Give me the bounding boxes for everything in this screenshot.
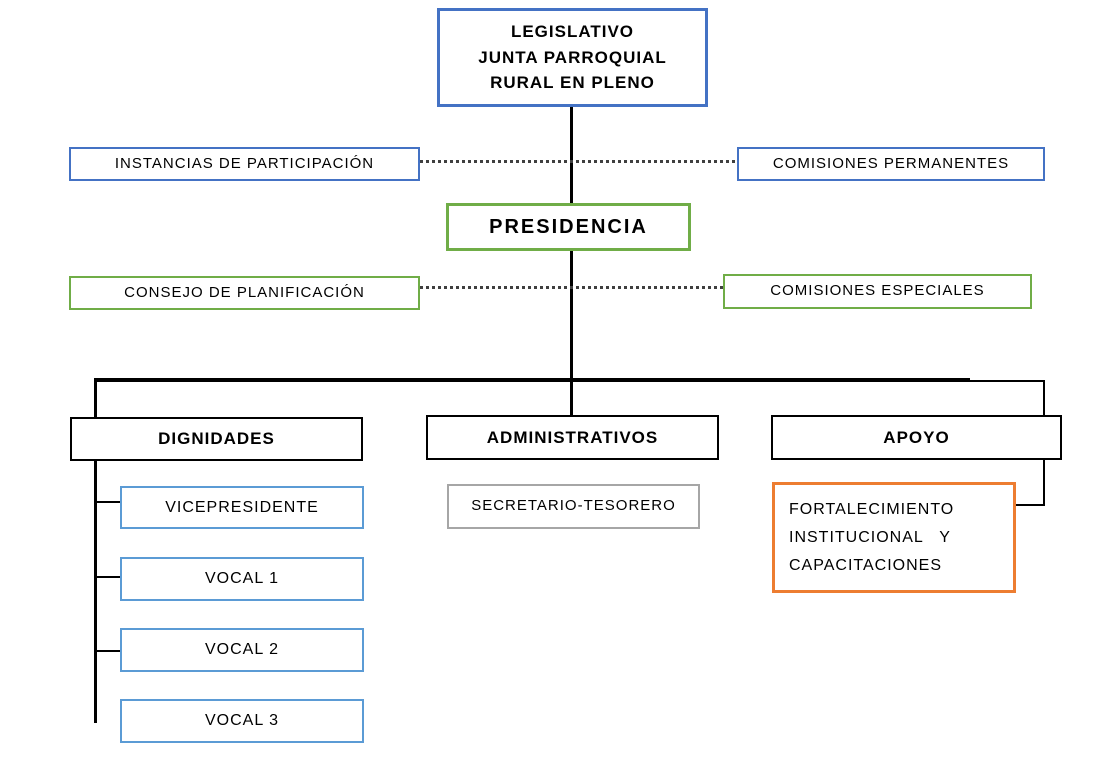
- node-dignidades: DIGNIDADES: [70, 417, 363, 461]
- node-administrativos: ADMINISTRATIVOS: [426, 415, 719, 460]
- node-presidencia: PRESIDENCIA: [446, 203, 691, 251]
- connector-fortalecimiento-horizontal: [1016, 504, 1045, 506]
- node-apoyo: APOYO: [771, 415, 1062, 460]
- node-comisiones-permanentes: COMISIONES PERMANENTES: [737, 147, 1045, 181]
- connector-tick-vicepresidente: [94, 501, 120, 503]
- connector-branch-horizontal: [94, 378, 970, 382]
- connector-apoyo-vertical-bottom: [1043, 460, 1045, 506]
- node-fortalecimiento: FORTALECIMIENTO INSTITUCIONAL Y CAPACITA…: [772, 482, 1016, 593]
- connector-center-vertical: [570, 107, 573, 415]
- node-vocal-3: VOCAL 3: [120, 699, 364, 743]
- node-secretario-tesorero: SECRETARIO-TESORERO: [447, 484, 700, 529]
- connector-dignidades-spine: [94, 378, 97, 723]
- connector-dotted-participacion-permanentes: [420, 160, 738, 163]
- connector-dotted-consejo-especiales: [420, 286, 723, 289]
- node-consejo-planificacion: CONSEJO DE PLANIFICACIÓN: [69, 276, 420, 310]
- node-legislativo: LEGISLATIVO JUNTA PARROQUIAL RURAL EN PL…: [437, 8, 708, 107]
- node-vicepresidente: VICEPRESIDENTE: [120, 486, 364, 529]
- connector-apoyo-vertical-top: [1043, 380, 1045, 415]
- connector-tick-vocal-1: [94, 576, 120, 578]
- node-vocal-1: VOCAL 1: [120, 557, 364, 601]
- node-comisiones-especiales: COMISIONES ESPECIALES: [723, 274, 1032, 309]
- connector-tick-vocal-2: [94, 650, 120, 652]
- node-vocal-2: VOCAL 2: [120, 628, 364, 672]
- connector-apoyo-horizontal: [968, 380, 1045, 382]
- node-instancias-participacion: INSTANCIAS DE PARTICIPACIÓN: [69, 147, 420, 181]
